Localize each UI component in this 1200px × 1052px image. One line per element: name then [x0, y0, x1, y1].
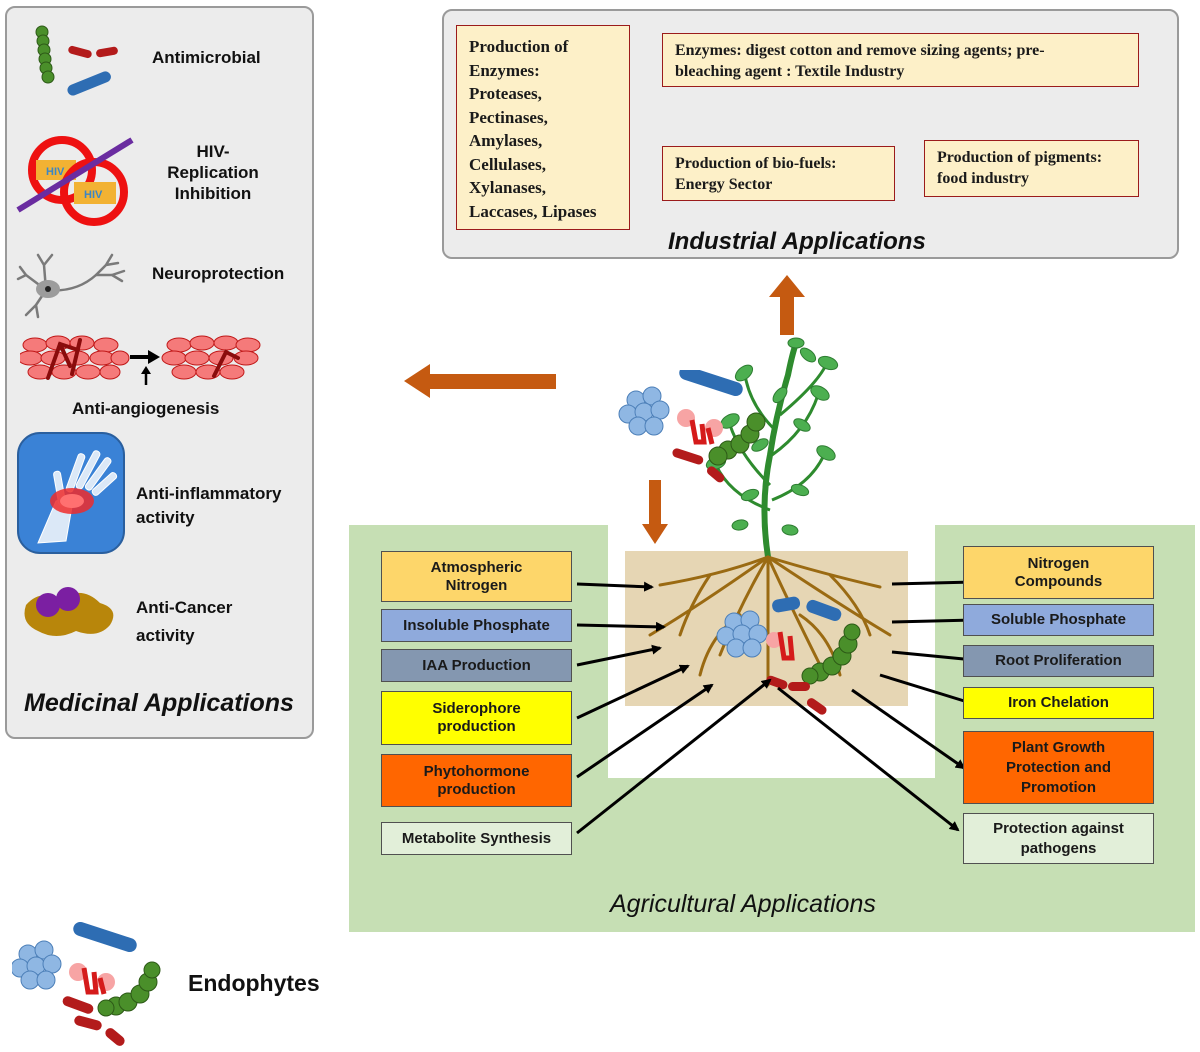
inflamed-hand-icon — [17, 432, 125, 554]
anti-inflammatory-label: Anti-inflammatory activity — [136, 484, 282, 527]
enzymes-box: Production of Enzymes: Proteases, Pectin… — [456, 25, 630, 230]
output-protection-against-pathogens: Protection against pathogens — [963, 813, 1154, 864]
input-metabolite-synthesis: Metabolite Synthesis — [381, 822, 572, 855]
antimicrobial-bacteria-icon — [35, 25, 118, 96]
endophytes-on-plant-icon — [618, 370, 766, 483]
hiv-badge-2: HIV — [84, 189, 103, 201]
hiv-inhibition-icon: HIV HIV — [16, 136, 134, 226]
output-soluble-phosphate: Soluble Phosphate — [963, 604, 1154, 636]
input-iaa-production: IAA Production — [381, 649, 572, 682]
arrow-to-industrial — [769, 275, 805, 335]
input-atmospheric-nitrogen: Atmospheric Nitrogen — [381, 551, 572, 602]
angiogenesis-icon — [20, 335, 261, 385]
output-iron-chelation: Iron Chelation — [963, 687, 1154, 719]
arrow-to-roots — [642, 480, 668, 544]
neuron-icon — [16, 253, 126, 319]
endophytes-legend-label: Endophytes — [188, 970, 320, 996]
output-plant-growth: Plant Growth Protection and Promotion — [963, 731, 1154, 804]
antimicrobial-label: Antimicrobial — [152, 48, 261, 67]
plant-illustration — [648, 337, 892, 687]
anti-cancer-label: Anti-Cancer activity — [136, 598, 233, 645]
pigments-box: Production of pigments: food industry — [924, 140, 1139, 197]
output-nitrogen-compounds: Nitrogen Compounds — [963, 546, 1154, 599]
input-phytohormone-production: Phytohormone production — [381, 754, 572, 807]
hiv-badge-1: HIV — [46, 166, 65, 178]
output-root-proliferation: Root Proliferation — [963, 645, 1154, 677]
medicinal-title: Medicinal Applications — [24, 689, 294, 717]
anti-angiogenesis-label: Anti-angiogenesis — [72, 399, 220, 418]
hiv-inhibition-label: HIV- Replication Inhibition — [167, 142, 259, 203]
neuroprotection-label: Neuroprotection — [152, 264, 285, 283]
endophytes-legend-icon — [12, 922, 161, 1046]
biofuels-box: Production of bio-fuels: Energy Sector — [662, 146, 895, 201]
input-insoluble-phosphate: Insoluble Phosphate — [381, 609, 572, 642]
arrow-to-medicinal — [404, 364, 556, 398]
industrial-title: Industrial Applications — [668, 228, 926, 255]
agricultural-title: Agricultural Applications — [610, 890, 876, 918]
cancer-cell-icon — [24, 587, 114, 636]
textile-box: Enzymes: digest cotton and remove sizing… — [662, 33, 1139, 87]
input-siderophore-production: Siderophore production — [381, 691, 572, 745]
endophytes-in-soil-icon — [716, 596, 861, 715]
